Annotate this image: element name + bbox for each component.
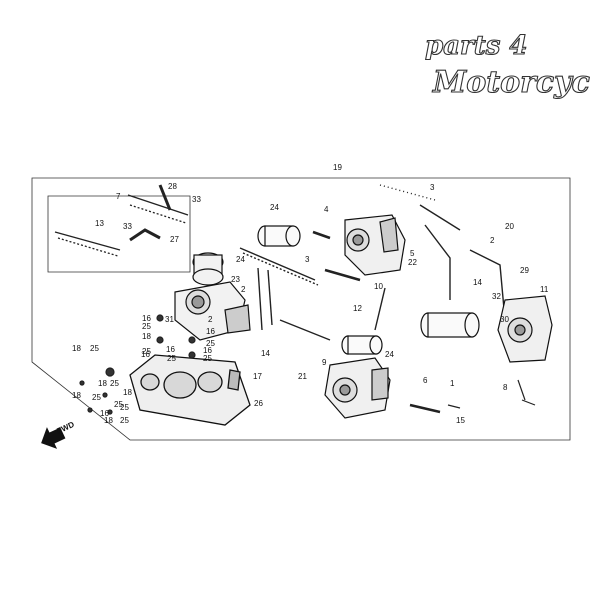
callout-number: 16 [142,314,151,323]
intake-insulators [257,225,480,355]
carburetor-float-bowl [129,354,251,426]
callout-number: 7 [116,192,121,201]
callout-number: 8 [503,383,508,392]
callout-number: 16 [166,345,175,354]
callout-number: 25 [167,354,176,363]
callout-number: 25 [92,393,101,402]
callout-number: 31 [165,315,174,324]
callout-number: 25 [114,400,123,409]
callout-number: 3 [305,255,310,264]
callout-number: 26 [254,399,263,408]
callout-number: 3 [430,183,435,192]
callout-number: 18 [104,416,113,425]
callout-number: 22 [408,258,417,267]
callout-number: 30 [500,315,509,324]
callout-number: 24 [385,350,394,359]
svg-text:Motorcycles: Motorcycles [432,65,590,100]
callout-number: 25 [120,403,129,412]
callout-number: 24 [236,255,245,264]
callout-number: 18 [72,344,81,353]
callout-number: 16 [203,346,212,355]
callout-number: 16 [206,327,215,336]
callout-number: 25 [90,344,99,353]
callout-number: 29 [520,266,529,275]
callout-number: 25 [142,347,151,356]
fwd-label: FWD [55,420,76,436]
callout-number: 13 [95,219,104,228]
center-bottom-carburetor [324,357,391,419]
callout-number: 16 [100,409,109,418]
callout-number: 2 [208,315,213,324]
callout-number: 11 [540,285,549,294]
callout-number: 2 [490,236,495,245]
small-hardware [79,314,536,415]
linkage-rods [239,184,506,341]
callout-number: 33 [123,222,132,231]
callout-number: 25 [110,379,119,388]
callout-number: 14 [473,278,482,287]
callout-number: 21 [298,372,307,381]
svg-text:parts 4: parts 4 [425,31,528,61]
callout-number: 18 [98,379,107,388]
callout-number: 18 [142,332,151,341]
callout-number: 25 [203,354,212,363]
callout-number: 32 [492,292,501,301]
left-carburetor [174,252,251,341]
callout-number: 25 [206,339,215,348]
callout-number: 18 [72,391,81,400]
callout-number: 33 [192,195,201,204]
callout-number: 14 [261,349,270,358]
callout-number: 10 [374,282,383,291]
right-carburetor [497,295,553,363]
callout-number: 12 [353,304,362,313]
callout-number: 25 [142,322,151,331]
forward-direction-arrow: FWD [41,420,76,449]
callout-number: 23 [231,275,240,284]
parts4motorcycles-logo: parts 4 Motorcycles [424,30,590,100]
callout-number: 20 [505,222,514,231]
callout-number: 5 [410,249,415,258]
vacuum-hose-group [54,184,189,257]
callout-number: 9 [322,358,327,367]
callout-number: 16 [141,350,150,359]
callout-number: 25 [120,416,129,425]
assembly-outline [31,177,571,441]
callout-number: 28 [168,182,177,191]
callout-number: 27 [170,235,179,244]
callout-number: 24 [270,203,279,212]
callout-number: 4 [324,205,329,214]
callout-number: 15 [456,416,465,425]
callout-number: 17 [253,372,262,381]
callout-number: 6 [423,376,428,385]
callout-number: 1 [450,379,455,388]
center-top-carburetor [344,214,406,276]
callout-number: 19 [333,163,342,172]
callout-number: 2 [241,285,246,294]
callout-number: 18 [123,388,132,397]
